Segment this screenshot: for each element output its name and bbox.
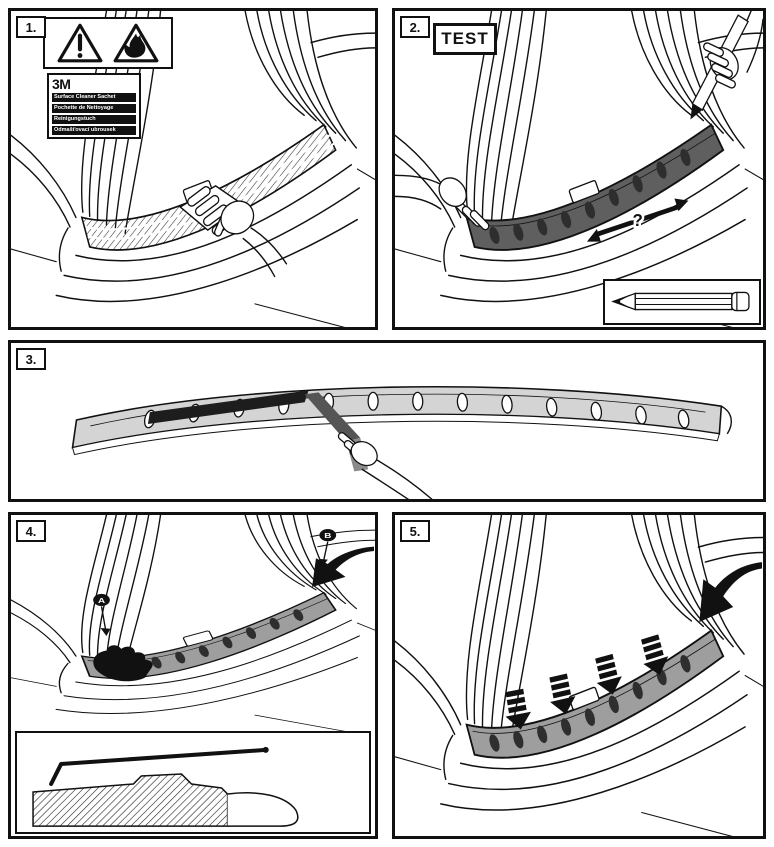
test-label-box: TEST xyxy=(433,23,497,55)
panel-step-5: 5. xyxy=(392,512,766,839)
step1-illustration xyxy=(11,11,375,327)
step-number-1-label: 1. xyxy=(25,19,37,35)
hand-pencil-icon xyxy=(690,11,763,120)
panel-step-3: 3. xyxy=(8,340,766,502)
step-number-2-label: 2. xyxy=(409,19,421,35)
warning-icons-box xyxy=(43,17,173,69)
step5-illustration xyxy=(395,515,763,836)
step-number-3: 3. xyxy=(16,348,46,370)
step3-illustration xyxy=(71,385,733,499)
pencil-icon xyxy=(611,291,750,312)
panel-step-2: 2. TEST ? xyxy=(392,8,766,330)
step-number-4-label: 4. xyxy=(25,523,37,539)
hand-cleaning-icon xyxy=(178,184,288,278)
adjustment-arrow: ? xyxy=(586,198,689,242)
cleaner-brand: 3M xyxy=(52,76,71,92)
marker-a: A xyxy=(93,593,111,636)
step-number-1: 1. xyxy=(16,16,46,38)
cleaner-line-2: Pochette de Nettoyage xyxy=(52,104,136,113)
test-label: TEST xyxy=(441,29,489,48)
cross-section-diagram xyxy=(32,746,299,827)
cleaner-line-4: Odmašťovací ubrousek xyxy=(52,126,136,135)
step2-illustration: ? xyxy=(395,11,763,327)
hand-left-icon xyxy=(395,174,490,231)
step-number-2: 2. xyxy=(400,16,430,38)
step-number-3-label: 3. xyxy=(25,351,37,367)
step-number-4: 4. xyxy=(16,520,46,542)
marker-b-label: B xyxy=(324,531,331,539)
pencil-box xyxy=(603,279,761,325)
step-number-5: 5. xyxy=(400,520,430,542)
panel-step-1: 1. 3M Surface Cleaner Sachet Pochette de… xyxy=(8,8,378,330)
cleaner-line-3: Reinigungstuch xyxy=(52,115,136,124)
cleaner-sachet-label: 3M Surface Cleaner Sachet Pochette de Ne… xyxy=(47,73,141,139)
marker-a-label: A xyxy=(98,596,105,604)
question-mark: ? xyxy=(633,209,643,230)
step4-illustration: A B xyxy=(11,515,375,731)
cleaner-line-1: Surface Cleaner Sachet xyxy=(52,93,136,102)
flammable-icon xyxy=(113,23,159,63)
hand-peel-icon xyxy=(337,432,433,499)
panel-step-4: 4. A B xyxy=(8,512,378,839)
press-hand-icon xyxy=(93,645,153,682)
step-number-5-label: 5. xyxy=(409,523,421,539)
warning-exclamation-icon xyxy=(57,23,103,63)
marker-b: B xyxy=(318,529,337,567)
edge-tool-icon xyxy=(49,746,269,787)
cross-section-inset xyxy=(15,731,371,834)
